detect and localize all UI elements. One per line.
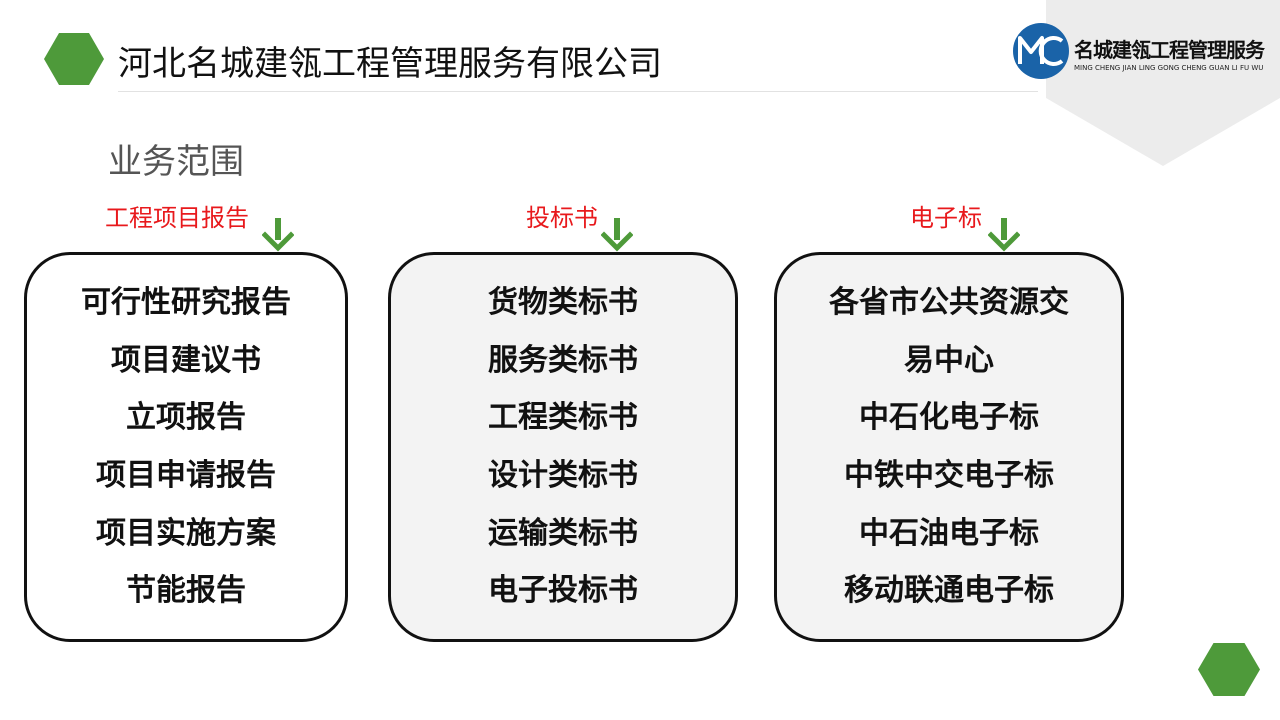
column-label-reports: 工程项目报告 — [105, 204, 249, 232]
list-item: 中石油电子标 — [859, 515, 1039, 551]
list-item: 立项报告 — [126, 400, 246, 436]
down-arrow-icon — [262, 218, 294, 252]
list-item: 项目实施方案 — [96, 515, 276, 551]
list-item: 中石化电子标 — [859, 400, 1039, 436]
list-item: 工程类标书 — [488, 400, 638, 436]
column-label-bids: 投标书 — [526, 204, 598, 232]
bids-list: 货物类标书 服务类标书 工程类标书 设计类标书 运输类标书 电子投标书 — [488, 274, 638, 620]
column-label-e-bidding: 电子标 — [910, 204, 982, 232]
list-item: 节能报告 — [126, 573, 246, 609]
logo-company-name: 名城建瓴工程管理服务 — [1074, 38, 1265, 62]
panel-e-bidding: 各省市公共资源交 易中心 中石化电子标 中铁中交电子标 中石油电子标 移动联通电… — [774, 252, 1124, 642]
list-item: 服务类标书 — [488, 342, 638, 378]
list-item: 中铁中交电子标 — [844, 458, 1054, 493]
corner-hexagon-icon — [1198, 643, 1260, 696]
section-heading: 业务范围 — [108, 142, 244, 182]
list-item: 设计类标书 — [488, 458, 638, 493]
reports-list: 可行性研究报告 项目建议书 立项报告 项目申请报告 项目实施方案 节能报告 — [81, 274, 291, 620]
panel-bids: 货物类标书 服务类标书 工程类标书 设计类标书 运输类标书 电子投标书 — [388, 252, 738, 642]
title-hexagon-icon — [44, 33, 104, 85]
corner-decoration — [1046, 0, 1280, 166]
list-item: 货物类标书 — [488, 285, 638, 321]
panel-reports: 可行性研究报告 项目建议书 立项报告 项目申请报告 项目实施方案 节能报告 — [24, 252, 348, 642]
list-item: 运输类标书 — [488, 515, 638, 551]
e-bidding-list: 各省市公共资源交 易中心 中石化电子标 中铁中交电子标 中石油电子标 移动联通电… — [829, 274, 1069, 620]
company-logo: 名城建瓴工程管理服务 MING CHENG JIAN LING GONG CHE… — [1010, 22, 1272, 80]
list-item: 电子投标书 — [488, 573, 638, 609]
list-item: 移动联通电子标 — [844, 573, 1054, 609]
list-item: 项目申请报告 — [96, 458, 276, 493]
list-item: 可行性研究报告 — [81, 285, 291, 321]
mc-logo-icon — [1013, 23, 1069, 79]
down-arrow-icon — [601, 218, 633, 252]
list-item: 易中心 — [904, 342, 994, 378]
logo-company-pinyin: MING CHENG JIAN LING GONG CHENG GUAN LI … — [1074, 64, 1264, 72]
title-divider — [118, 91, 1038, 92]
down-arrow-icon — [988, 218, 1020, 252]
page-title: 河北名城建瓴工程管理服务有限公司 — [118, 44, 662, 84]
list-item: 各省市公共资源交 — [829, 285, 1069, 321]
list-item: 项目建议书 — [111, 342, 261, 378]
